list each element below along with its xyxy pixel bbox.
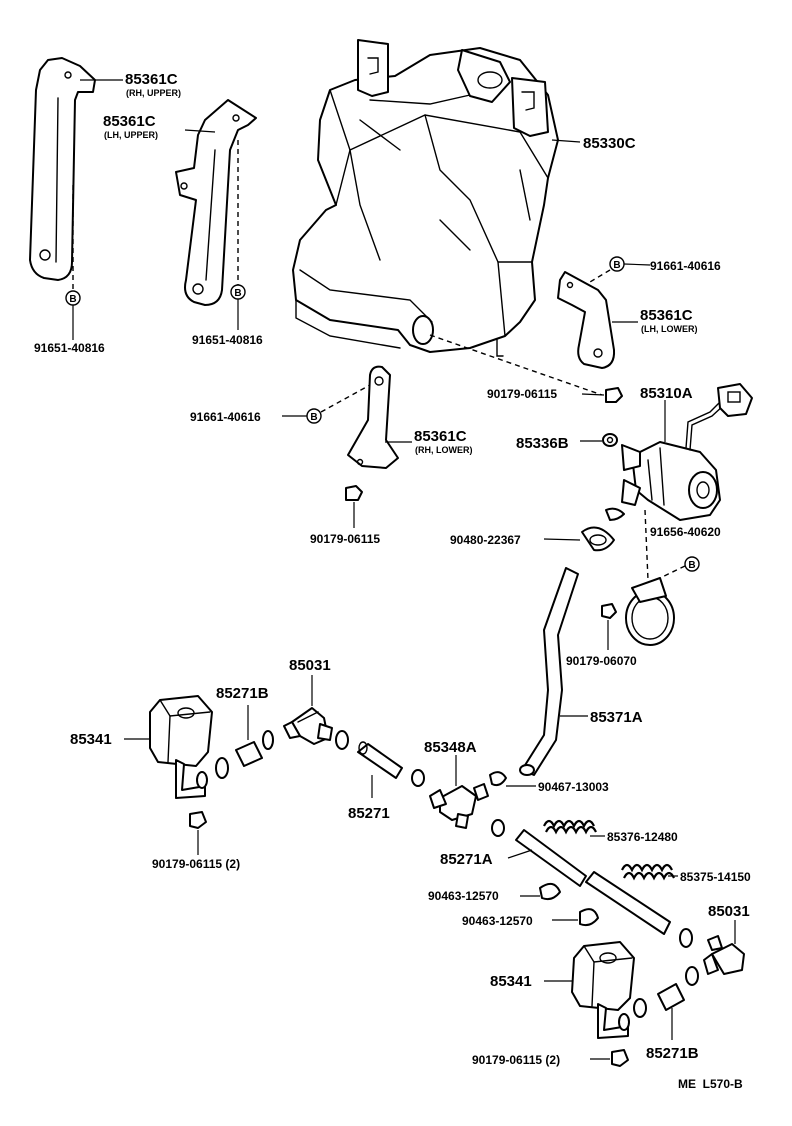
nut-tank xyxy=(581,387,623,403)
diagram-code: ME L570-B xyxy=(678,1077,743,1091)
label-bolt-rh-upper: 91651-40816 xyxy=(34,341,105,355)
label-pump: 85310A xyxy=(640,385,693,402)
label-nut-rh-lower: 90179-06115 xyxy=(310,532,380,546)
bolt-marker-lh-upper: B xyxy=(230,284,246,330)
hose-85271b-bottom xyxy=(657,983,685,1040)
label-nut-tank: 90179-06115 xyxy=(487,387,557,401)
spring-85376 xyxy=(543,819,605,837)
label-nut-nozzle-right: 90179-06115 (2) xyxy=(472,1053,560,1067)
label-joint-top: 85031 xyxy=(289,657,331,674)
svg-text:85361C: 85361C xyxy=(125,71,178,88)
joint-85031-bottom xyxy=(703,920,745,975)
label-clamp-2: 90463-12570 xyxy=(462,914,533,928)
label-bolt-lh-lower: 91661-40616 xyxy=(650,259,721,273)
svg-text:(LH, LOWER): (LH, LOWER) xyxy=(641,324,698,334)
joint-85031-top xyxy=(283,675,333,745)
label-nut-band: 90179-06070 xyxy=(566,654,637,668)
label-band-bolt: 91656-40620 xyxy=(650,525,721,539)
nozzle-right xyxy=(544,941,635,1039)
nut-nozzle-right xyxy=(590,1049,629,1067)
svg-text:85361C: 85361C xyxy=(640,307,693,324)
bolt-marker-lh-lower: B xyxy=(584,256,651,286)
label-hose-long: 85271A xyxy=(440,851,493,868)
clamp-joint-bottom xyxy=(685,966,699,986)
hose-85271a-b xyxy=(585,871,671,935)
label-hose-short-bottom: 85271B xyxy=(646,1045,699,1062)
label-bracket-lh-upper: 85361C (LH, UPPER) xyxy=(103,113,158,140)
clamp-nozzle-left xyxy=(196,757,229,789)
hose-85371a xyxy=(519,567,588,776)
dash-line xyxy=(429,334,603,396)
washer-pump xyxy=(621,383,753,521)
hose-85271b-top xyxy=(235,705,274,767)
label-bolt-lh-upper: 91651-40816 xyxy=(192,333,263,347)
bracket-rh-lower xyxy=(347,365,399,469)
label-nozzle-left: 85341 xyxy=(70,731,112,748)
svg-text:B: B xyxy=(69,294,76,305)
label-nut-nozzle-left: 90179-06115 (2) xyxy=(152,857,240,871)
svg-text:B: B xyxy=(613,260,620,271)
clamp-90463-b xyxy=(552,908,599,927)
bracket-rh-upper xyxy=(29,57,96,281)
svg-text:(RH, LOWER): (RH, LOWER) xyxy=(415,445,473,455)
nut-rh-lower xyxy=(345,485,363,528)
bracket-lh-upper xyxy=(175,99,257,306)
svg-text:(LH, UPPER): (LH, UPPER) xyxy=(104,130,158,140)
washer-tank xyxy=(292,39,559,357)
grommet-90480 xyxy=(543,507,625,552)
tee-85348a xyxy=(429,755,489,829)
label-tee: 85348A xyxy=(424,739,477,756)
label-hose-main: 85371A xyxy=(590,709,643,726)
bolt-marker-rh-lower: B xyxy=(282,384,371,424)
clamp-tee xyxy=(491,819,505,837)
svg-text:85361C: 85361C xyxy=(103,113,156,130)
spring-85375 xyxy=(621,863,678,881)
hose-85271 xyxy=(357,741,403,798)
label-bracket-rh-lower: 85361C (RH, LOWER) xyxy=(414,428,473,455)
label-spring-2: 85375-14150 xyxy=(680,870,751,884)
label-bolt-rh-lower: 91661-40616 xyxy=(190,410,261,424)
bolt-marker-rh-upper: B xyxy=(65,290,81,340)
grommet-85336b xyxy=(580,433,618,447)
pump-band xyxy=(625,509,675,646)
svg-text:B: B xyxy=(310,412,317,423)
clamp-right-hose xyxy=(679,928,693,948)
hose-85271a-a xyxy=(515,829,587,887)
label-bracket-lh-lower: 85361C (LH, LOWER) xyxy=(640,307,698,334)
clamp-nozzle-right xyxy=(618,998,647,1031)
label-hose-mid: 85271 xyxy=(348,805,390,822)
label-tank: 85330C xyxy=(583,135,636,152)
clip-90467 xyxy=(489,771,536,787)
clamp-85271-end xyxy=(411,769,425,787)
svg-text:85361C: 85361C xyxy=(414,428,467,445)
label-nozzle-right: 85341 xyxy=(490,973,532,990)
svg-text:B: B xyxy=(234,288,241,299)
nut-band xyxy=(601,603,617,650)
bolt-marker-band: B xyxy=(659,556,700,579)
label-clip-main: 90467-13003 xyxy=(538,780,609,794)
label-spring-1: 85376-12480 xyxy=(607,830,678,844)
label-joint-bottom: 85031 xyxy=(708,903,750,920)
bracket-lh-lower xyxy=(557,271,616,369)
clamp-joint-top xyxy=(335,730,349,750)
label-bracket-rh-upper: 85361C (RH, UPPER) xyxy=(125,71,181,98)
label-clamp-1: 90463-12570 xyxy=(428,889,499,903)
svg-text:(RH, UPPER): (RH, UPPER) xyxy=(126,88,181,98)
nut-nozzle-left xyxy=(189,811,207,855)
clamp-90463-a xyxy=(520,882,561,901)
label-grommet: 85336B xyxy=(516,435,569,452)
label-hose-short-top: 85271B xyxy=(216,685,269,702)
svg-text:B: B xyxy=(688,560,695,571)
label-grommet-2: 90480-22367 xyxy=(450,533,521,547)
